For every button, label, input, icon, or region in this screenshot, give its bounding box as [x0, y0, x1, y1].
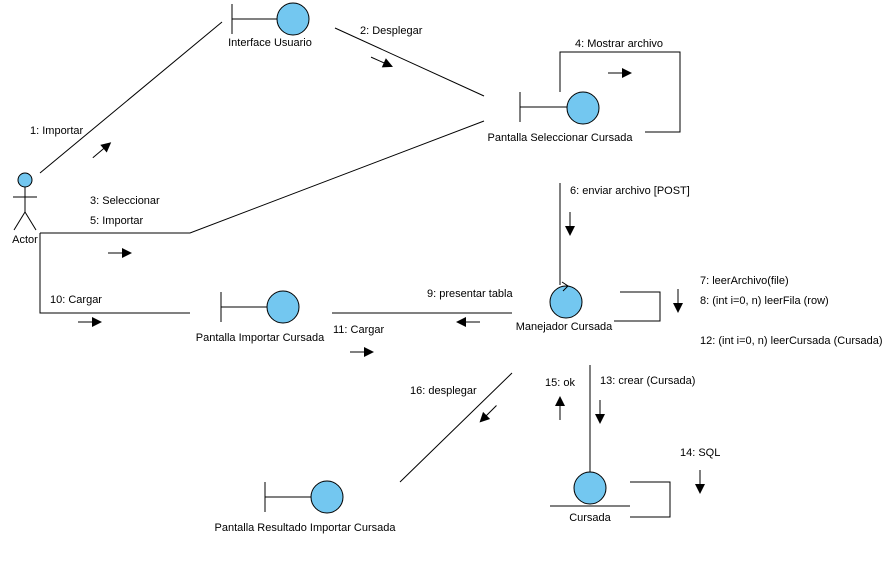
- object-pantalla-seleccionar[interactable]: Pantalla Seleccionar Cursada: [488, 91, 634, 144]
- link-seleccionar-self: [559, 51, 681, 133]
- link-manejador-self: [614, 291, 661, 322]
- link-actor-seleccionar: [40, 120, 485, 234]
- object-label: Manejador Cursada: [516, 321, 613, 333]
- entity-circle: [573, 471, 607, 505]
- message-9-arrow: [456, 317, 480, 327]
- object-interface-usuario[interactable]: Interface Usuario: [228, 2, 312, 49]
- boundary-circle: [276, 2, 310, 36]
- message-3-5-arrow: [108, 248, 132, 258]
- object-cursada[interactable]: Cursada: [550, 471, 630, 524]
- object-label: Interface Usuario: [228, 37, 312, 49]
- message-12-label: 12: (int i=0, n) leerCursada (Cursada): [700, 335, 883, 347]
- message-10-label: 10: Cargar: [50, 294, 102, 306]
- object-pantalla-importar[interactable]: Pantalla Importar Cursada: [196, 290, 325, 344]
- actor-leg-left: [13, 211, 26, 231]
- link-interface-seleccionar: [334, 27, 485, 97]
- message-2-arrow: [370, 56, 393, 68]
- message-15-label: 15: ok: [545, 377, 575, 389]
- boundary-circle: [566, 91, 600, 125]
- control-circle: [549, 285, 583, 319]
- message-2-label: 2: Desplegar: [360, 25, 423, 37]
- boundary-circle: [310, 480, 344, 514]
- message-4-arrow: [608, 68, 632, 78]
- link-actor-interface: [39, 21, 223, 174]
- message-16-arrow: [479, 405, 497, 423]
- message-labels: 1: Importar 2: Desplegar 3: Seleccionar …: [30, 25, 883, 459]
- object-label: Cursada: [569, 512, 611, 524]
- message-11-label: 11: Cargar: [333, 324, 384, 336]
- message-16-label: 16: desplegar: [410, 385, 477, 397]
- link-cursada-self: [630, 481, 671, 518]
- message-9-label: 9: presentar tabla: [427, 288, 513, 300]
- actor-leg-right: [24, 211, 37, 231]
- message-1-label: 1: Importar: [30, 125, 84, 137]
- message-11-arrow: [350, 347, 374, 357]
- message-8-label: 8: (int i=0, n) leerFila (row): [700, 295, 829, 307]
- message-5-label: 5: Importar: [90, 215, 144, 227]
- object-label: Pantalla Importar Cursada: [196, 332, 325, 344]
- message-14-arrow: [695, 470, 705, 494]
- link-manejador-resultado: [399, 372, 513, 483]
- message-13-arrow: [595, 400, 605, 424]
- message-7-label: 7: leerArchivo(file): [700, 275, 789, 287]
- actor[interactable]: Actor: [12, 172, 38, 246]
- message-10-arrow: [78, 317, 102, 327]
- message-4-label: 4: Mostrar archivo: [575, 38, 663, 50]
- message-1-arrow: [92, 142, 112, 159]
- object-manejador-cursada[interactable]: Manejador Cursada: [516, 281, 613, 333]
- message-6-arrow: [565, 212, 575, 236]
- message-15-arrow: [555, 396, 565, 420]
- control-arrowhead: [561, 281, 569, 292]
- object-pantalla-resultado[interactable]: Pantalla Resultado Importar Cursada: [215, 480, 397, 534]
- actor-head: [17, 172, 33, 188]
- message-3-label: 3: Seleccionar: [90, 195, 160, 207]
- boundary-circle: [266, 290, 300, 324]
- direction-arrows: [78, 56, 705, 494]
- actor-label: Actor: [12, 234, 38, 246]
- message-13-label: 13: crear (Cursada): [600, 375, 695, 387]
- message-14-label: 14: SQL: [680, 447, 720, 459]
- link-actor-importar: [39, 233, 190, 314]
- object-label: Pantalla Resultado Importar Cursada: [215, 522, 397, 534]
- message-6-label: 6: enviar archivo [POST]: [570, 185, 690, 197]
- message-7-8-arrow: [673, 289, 683, 313]
- object-label: Pantalla Seleccionar Cursada: [488, 132, 634, 144]
- links: [39, 21, 681, 518]
